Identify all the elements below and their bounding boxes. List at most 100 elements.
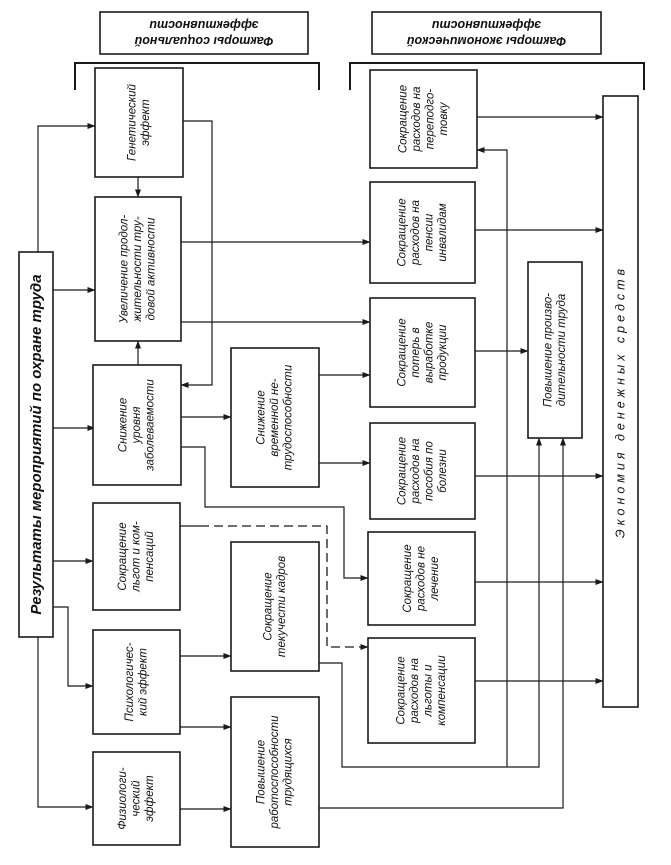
header-social-factors-line: Факторы социальной xyxy=(134,34,273,48)
box-productivity: Повышение произво-дительности труда xyxy=(527,261,583,439)
header-economic-factors-line: Факторы экономической xyxy=(406,34,566,48)
box-morbidity-line: Снижение xyxy=(118,398,130,452)
box-benefits-cut-line: пенсаций xyxy=(144,531,156,582)
box-compensation-costs-frame xyxy=(367,637,476,744)
box-turnover-line: текучести кадров xyxy=(276,556,288,657)
box-work-capacity-frame xyxy=(230,696,320,848)
box-longevity-label: Увеличение продол-жительности тру-довой … xyxy=(119,215,158,325)
box-longevity-frame xyxy=(94,196,182,342)
arrow-main-to-genetic xyxy=(37,123,96,252)
box-output-losses-line: продукции xyxy=(437,324,449,380)
box-output-losses-line: выработке xyxy=(423,322,435,384)
header-social-factors: Факторы социальной эффективности xyxy=(99,11,309,55)
header-economic-factors: Факторы экономической эффективности xyxy=(371,11,602,55)
dashed-arrow-benefits-to-compensation xyxy=(200,525,369,650)
boxes: Результаты мероприятий по охране труда Фа… xyxy=(18,11,639,848)
box-longevity-line: довой активности xyxy=(146,217,158,320)
box-psychological-effect-line: кий эффект xyxy=(137,648,149,716)
box-temp-disability-frame xyxy=(230,347,320,488)
box-genetic-effect-line: эффект xyxy=(140,99,152,146)
box-turnover-frame xyxy=(230,541,320,672)
box-retraining-costs-line: Сокращение xyxy=(397,85,409,153)
box-sick-pay-costs-line: Сокращение xyxy=(396,437,408,505)
box-longevity-line: жительности тру- xyxy=(132,216,144,322)
box-pension-costs-line: инвалидам xyxy=(437,203,449,261)
box-temp-disability-line: временной не- xyxy=(269,378,281,456)
box-productivity-line: дительности труда xyxy=(556,294,568,407)
social-bracket xyxy=(74,62,320,90)
arrow-main-to-psychological xyxy=(53,606,94,689)
main-results-box-frame xyxy=(18,251,54,638)
box-retraining-costs-line: переподго- xyxy=(424,89,436,150)
box-retraining-costs-line: расходов на xyxy=(411,87,423,153)
connectors xyxy=(37,62,645,812)
main-results-box: Результаты мероприятий по охране труда xyxy=(18,251,54,638)
box-temp-disability-line: Снижение xyxy=(256,390,268,444)
box-physiological-effect-line: эффект xyxy=(144,775,156,822)
box-morbidity-line: заболеваемости xyxy=(145,379,157,472)
box-money-savings-frame xyxy=(602,95,639,708)
box-genetic-effect-frame xyxy=(94,67,184,178)
box-sick-pay-costs-line: пособия по xyxy=(423,440,435,500)
box-morbidity-frame xyxy=(92,364,182,486)
box-psychological-effect-label: Психологичес-кий эффект xyxy=(124,642,150,721)
main-results-box-text: Результаты мероприятий по охране труда xyxy=(28,274,45,614)
header-social-factors-frame xyxy=(99,11,309,55)
box-genetic-effect-line: Генетический xyxy=(126,83,138,161)
box-work-capacity-line: работоспособности xyxy=(269,715,281,830)
box-pension-costs-line: пенсии xyxy=(423,213,435,251)
arrow-main-to-physiological xyxy=(37,637,94,810)
header-economic-factors-frame xyxy=(371,11,602,55)
box-work-capacity-line: трудящихся xyxy=(283,738,295,805)
box-turnover-line: Сокращение xyxy=(262,572,274,640)
arrow-capacity-to-productivity xyxy=(319,437,566,809)
box-treatment-costs-line: Сокращение xyxy=(402,544,414,612)
box-sick-pay-costs-line: расходов на xyxy=(410,439,422,505)
box-retraining-costs-line: товку xyxy=(438,101,450,135)
box-output-losses-frame xyxy=(369,297,476,408)
header-social-factors-line: эффективности xyxy=(149,18,259,32)
box-temp-disability-line: трудоспособности xyxy=(283,364,295,470)
arrow-turnover-to-retraining xyxy=(476,147,508,767)
header-economic-factors-line: эффективности xyxy=(431,18,541,32)
box-psychological-effect-line: Психологичес- xyxy=(124,642,136,721)
header-economic-factors-label: Факторы экономической эффективности xyxy=(406,18,566,48)
box-sick-pay-costs-frame xyxy=(369,422,476,520)
box-productivity-line: Повышение произво- xyxy=(542,293,554,407)
box-compensation-costs-line: расходов на xyxy=(409,658,421,724)
box-longevity: Увеличение продол-жительности тру-довой … xyxy=(94,196,182,342)
box-pension-costs-line: Сокращение xyxy=(396,198,408,266)
box-sick-pay-costs-line: болезни xyxy=(437,449,449,493)
arrow-morbidity-to-treatment xyxy=(181,446,369,581)
box-retraining-costs-frame xyxy=(369,69,478,169)
box-treatment-costs-line: лечение xyxy=(429,557,441,602)
box-treatment-costs-frame xyxy=(367,531,476,626)
header-social-factors-label: Факторы социальной эффективности xyxy=(134,18,273,48)
box-compensation-costs-line: льготы и xyxy=(422,664,434,718)
box-compensation-costs-line: Сокращение xyxy=(395,656,407,724)
box-benefits-cut-frame xyxy=(92,502,181,611)
